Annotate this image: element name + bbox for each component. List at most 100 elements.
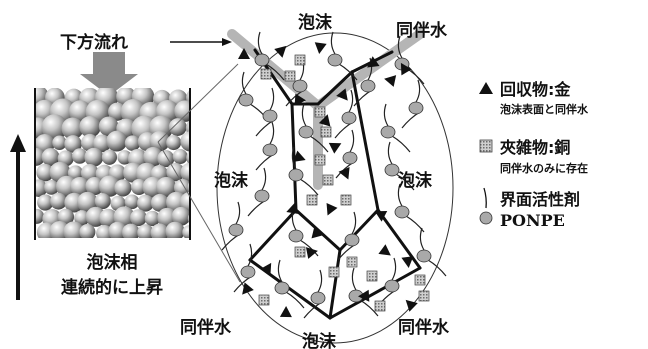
surfactant-head — [395, 206, 409, 218]
surfactant-tail — [331, 32, 335, 54]
legend-impurity-sub: 同伴水のみに存在 — [500, 161, 588, 175]
surfactant-head — [345, 234, 359, 246]
legend: 回収物:金 泡沫表面と同伴水 夾雑物:銅 同伴水のみに存在 界面活性剤 PONP… — [479, 80, 589, 230]
impurity-square — [259, 295, 269, 305]
bubble — [106, 131, 127, 152]
impurity-square — [375, 301, 385, 311]
gold-triangle — [329, 138, 344, 154]
surfactant-tail — [248, 200, 266, 216]
surfactant-tail — [302, 104, 306, 126]
foam-top-label: 泡沫 — [298, 12, 333, 33]
bubble — [29, 209, 44, 224]
bubble — [169, 118, 187, 136]
surfactant-tail — [270, 122, 274, 144]
surfactant-tail — [248, 244, 252, 266]
impurity-square — [419, 291, 429, 301]
surfactant-tail — [352, 212, 356, 234]
surfactant-head — [289, 169, 303, 181]
surfactant-tail — [256, 120, 274, 136]
surfactant-tail — [270, 88, 274, 110]
bubble — [166, 135, 181, 150]
surfactant-tail — [256, 154, 274, 170]
bubble — [130, 209, 147, 226]
legend-impurity-title: 夾雑物:銅 — [500, 138, 570, 157]
surfactant-tail — [278, 260, 282, 282]
impurity-square — [295, 55, 305, 65]
surfactant-head — [299, 126, 313, 138]
surfactant-tail — [416, 80, 420, 102]
surfactant-head — [255, 54, 269, 66]
upward-flow-arrow-icon — [10, 134, 26, 300]
surfactant-head — [385, 164, 399, 176]
surfactant-tail — [388, 142, 392, 164]
bubble — [84, 148, 103, 167]
foam-phase-label-line1: 泡沫相 — [87, 252, 138, 273]
surfactant-head — [342, 112, 356, 124]
surfactant-head — [381, 126, 395, 138]
bubble — [165, 222, 184, 241]
gold-triangle — [306, 245, 319, 259]
surfactant-tail — [392, 136, 410, 152]
impurity-square — [323, 175, 333, 185]
impurity-square — [295, 247, 305, 257]
surfactant-head — [263, 144, 277, 156]
legend-recovered-title: 回収物:金 — [500, 80, 571, 99]
surfactant-head — [229, 224, 243, 236]
surfactant-head — [263, 110, 277, 122]
impurity-square — [261, 69, 271, 79]
surfactant-tail — [350, 130, 354, 152]
water-top-right-label: 同伴水 — [396, 20, 448, 41]
gold-triangle — [402, 296, 418, 312]
impurity-square — [285, 71, 295, 81]
surfactant-tail — [384, 104, 388, 126]
impurity-square — [329, 267, 339, 277]
gold-triangle — [378, 244, 394, 260]
impurity-square — [307, 195, 317, 205]
surfactant-tail — [335, 122, 353, 138]
water-bottom-right-label: 同伴水 — [398, 317, 450, 338]
hatched-square-icon — [480, 140, 492, 152]
surfactant-tail — [349, 90, 353, 112]
surfactant-tail — [236, 202, 240, 224]
tail-head-icon — [480, 188, 492, 224]
surfactant-head — [293, 80, 307, 92]
impurity-square — [315, 155, 325, 165]
surfactant-tail — [392, 258, 396, 280]
bubble — [122, 224, 140, 242]
bubble — [114, 179, 131, 196]
impurity-square — [321, 127, 331, 137]
surfactant-head — [361, 80, 375, 92]
bubble — [102, 150, 117, 165]
foam-bubble-column — [27, 85, 206, 242]
surfactant-head — [417, 250, 431, 262]
gold-triangle — [274, 42, 290, 58]
surfactant-head — [241, 266, 255, 278]
bubble — [79, 224, 95, 240]
impurity-square — [341, 195, 351, 205]
gold-triangle — [322, 203, 337, 218]
surfactant-tail — [352, 268, 356, 290]
gold-triangle — [339, 167, 354, 182]
black-triangle-icon — [479, 82, 493, 94]
legend-recovered-sub: 泡沫表面と同伴水 — [500, 102, 589, 116]
surfactant-head — [311, 292, 325, 304]
surfactant-head — [255, 190, 269, 202]
bubble — [173, 149, 188, 164]
impurity-square — [347, 257, 357, 267]
bubble — [95, 193, 111, 209]
surfactant-head — [343, 152, 357, 164]
foam-phase-label-line2: 連続的に上昇 — [61, 277, 163, 298]
water-bottom-left-label: 同伴水 — [180, 317, 232, 338]
surfactant-head — [275, 282, 289, 294]
surfactant-tail — [318, 270, 322, 292]
impurity-square — [415, 275, 425, 285]
surfactant-head — [239, 94, 253, 106]
gold-triangle — [313, 42, 326, 55]
legend-surfactant-title: 界面活性剤 — [500, 190, 580, 209]
gold-triangle — [280, 306, 292, 317]
surfactant-head — [409, 102, 423, 114]
gold-triangle — [383, 73, 396, 87]
surfactant-head — [289, 230, 303, 242]
impurity-square — [315, 107, 325, 117]
